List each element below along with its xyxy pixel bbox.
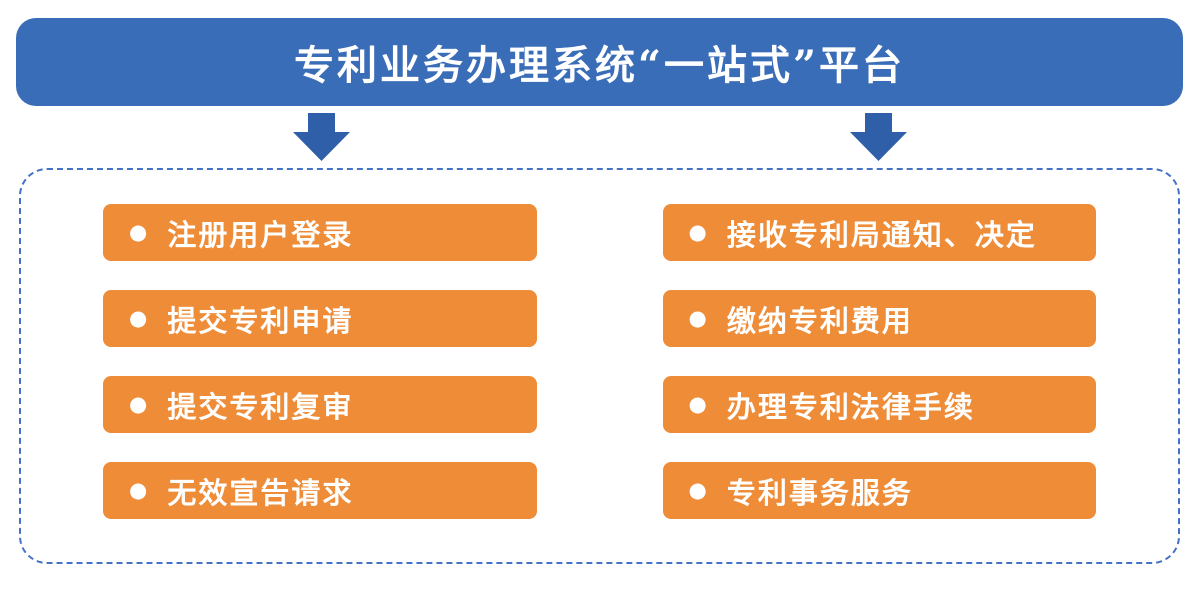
services-panel: ● 注册用户登录 ● 提交专利申请 ● 提交专利复审 ● 无效宣告请求 ● 接收… xyxy=(19,168,1180,564)
down-arrow-right-icon xyxy=(850,113,907,161)
service-item: ● 接收专利局通知、决定 xyxy=(662,204,1096,261)
service-item-label: 缴纳专利费用 xyxy=(726,303,913,338)
bullet-icon: ● xyxy=(129,392,148,416)
bullet-icon: ● xyxy=(688,392,707,416)
service-item-label: 接收专利局通知、决定 xyxy=(726,217,1037,252)
service-item: ● 提交专利申请 xyxy=(103,290,537,347)
bullet-icon: ● xyxy=(688,306,707,330)
service-item: ● 办理专利法律手续 xyxy=(662,376,1096,433)
right-column: ● 接收专利局通知、决定 ● 缴纳专利费用 ● 办理专利法律手续 ● 专利事务服… xyxy=(662,204,1096,528)
service-item-label: 提交专利申请 xyxy=(167,303,354,338)
service-item-label: 办理专利法律手续 xyxy=(726,389,975,424)
banner-title: 专利业务办理系统“一站式”平台 xyxy=(293,42,905,89)
bullet-icon: ● xyxy=(129,478,148,502)
service-item: ● 缴纳专利费用 xyxy=(662,290,1096,347)
diagram-page: 专利业务办理系统“一站式”平台 ● 注册用户登录 ● 提交专利申请 ● 提交专利… xyxy=(0,18,1199,607)
service-item: ● 提交专利复审 xyxy=(103,376,537,433)
service-item: ● 无效宣告请求 xyxy=(103,462,537,519)
bullet-icon: ● xyxy=(129,220,148,244)
service-item-label: 无效宣告请求 xyxy=(167,475,354,510)
bullet-icon: ● xyxy=(129,306,148,330)
service-item-label: 注册用户登录 xyxy=(167,217,354,252)
service-item-label: 提交专利复审 xyxy=(167,389,354,424)
bullet-icon: ● xyxy=(688,220,707,244)
left-column: ● 注册用户登录 ● 提交专利申请 ● 提交专利复审 ● 无效宣告请求 xyxy=(103,204,537,528)
service-item-label: 专利事务服务 xyxy=(726,475,913,510)
arrows-row xyxy=(0,106,1199,168)
bullet-icon: ● xyxy=(688,478,707,502)
down-arrow-left-icon xyxy=(293,113,350,161)
service-item: ● 注册用户登录 xyxy=(103,204,537,261)
service-item: ● 专利事务服务 xyxy=(662,462,1096,519)
banner: 专利业务办理系统“一站式”平台 xyxy=(16,18,1183,106)
